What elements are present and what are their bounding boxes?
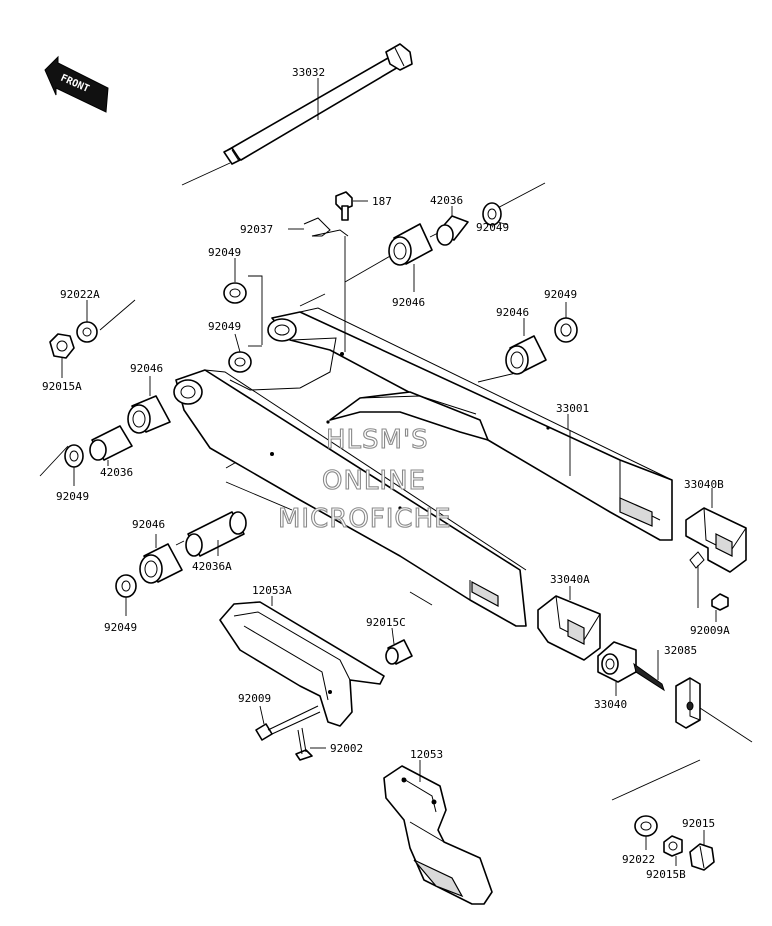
front-arrow-badge: FRONT <box>44 55 109 113</box>
label-33001: 33001 <box>556 402 589 415</box>
label-187: 187 <box>372 195 392 208</box>
chain-slider-12053A <box>219 596 385 727</box>
bearing-92046-top <box>388 223 433 292</box>
washer-92022 <box>634 815 658 850</box>
washer-92022A <box>76 300 98 343</box>
label-92049-right: 92049 <box>544 288 577 301</box>
label-92049-bottomleft: 92049 <box>56 490 89 503</box>
label-92015C: 92015C <box>366 616 406 629</box>
clip-92037 <box>288 217 349 237</box>
nut-92015A <box>49 333 75 378</box>
label-92037: 92037 <box>240 223 273 236</box>
adjuster-block-33040 <box>597 641 665 696</box>
label-42036-top: 42036 <box>430 194 463 207</box>
chain-adjuster-33040B <box>685 488 747 573</box>
label-12053A: 12053A <box>252 584 292 597</box>
washer-92049-upleft <box>223 258 247 304</box>
washer-92049-top <box>482 202 509 226</box>
label-42036A: 42036A <box>192 560 232 573</box>
label-42036-left: 42036 <box>100 466 133 479</box>
label-92009: 92009 <box>238 692 271 705</box>
collar-92015C <box>385 627 413 665</box>
washer-92049-bottomleft <box>64 444 84 486</box>
bearing-92046-left <box>127 376 171 434</box>
label-92046-top: 92046 <box>392 296 425 309</box>
label-92049-lowest: 92049 <box>104 621 137 634</box>
watermark-line-1: HLSM'S <box>326 425 429 455</box>
watermark-line-3: MICROFICHE <box>278 504 452 534</box>
label-33040: 33040 <box>594 698 627 711</box>
label-33040A: 33040A <box>550 573 590 586</box>
part-labels: 33032 187 42036 92037 92049 92049 92046 … <box>42 66 730 881</box>
label-92049-top: 92049 <box>476 221 509 234</box>
label-92046-lower: 92046 <box>132 518 165 531</box>
label-92009A: 92009A <box>690 624 730 637</box>
label-92015A: 92015A <box>42 380 82 393</box>
bearing-92046-lower <box>139 534 183 584</box>
bolt-187 <box>335 191 368 221</box>
label-92002: 92002 <box>330 742 363 755</box>
watermark: HLSM'S ONLINE MICROFICHE <box>277 424 452 534</box>
label-92022A: 92022A <box>60 288 100 301</box>
washer-92049-left <box>228 333 252 373</box>
washer-92049-lowest <box>115 574 137 616</box>
bolt-92009A <box>711 593 729 622</box>
label-92022: 92022 <box>622 853 655 866</box>
label-92049-left: 92049 <box>208 320 241 333</box>
label-92046-left: 92046 <box>130 362 163 375</box>
label-32085: 32085 <box>664 644 697 657</box>
label-92049-upleft: 92049 <box>208 246 241 259</box>
spacer-42036-left <box>89 425 133 466</box>
watermark-line-2: ONLINE <box>322 466 426 496</box>
nut-92015B <box>663 835 683 866</box>
swingarm <box>173 236 673 627</box>
label-92015B: 92015B <box>646 868 686 881</box>
chain-guide-12053 <box>383 760 493 905</box>
screw-92002 <box>295 727 326 761</box>
label-92046-right: 92046 <box>496 306 529 319</box>
label-12053: 12053 <box>410 748 443 761</box>
bolt-92009 <box>255 705 321 741</box>
washer-92049-right <box>554 302 578 343</box>
bearing-92046-right <box>505 318 547 375</box>
chain-adjuster-33040A <box>537 586 601 661</box>
label-33032: 33032 <box>292 66 325 79</box>
spacer-42036A <box>185 511 247 557</box>
adjuster-stop-32085 <box>675 677 701 729</box>
label-92015: 92015 <box>682 817 715 830</box>
spacer-42036-top <box>436 206 469 246</box>
nut-92015 <box>689 830 715 871</box>
label-33040B: 33040B <box>684 478 724 491</box>
pivot-shaft <box>223 43 413 165</box>
